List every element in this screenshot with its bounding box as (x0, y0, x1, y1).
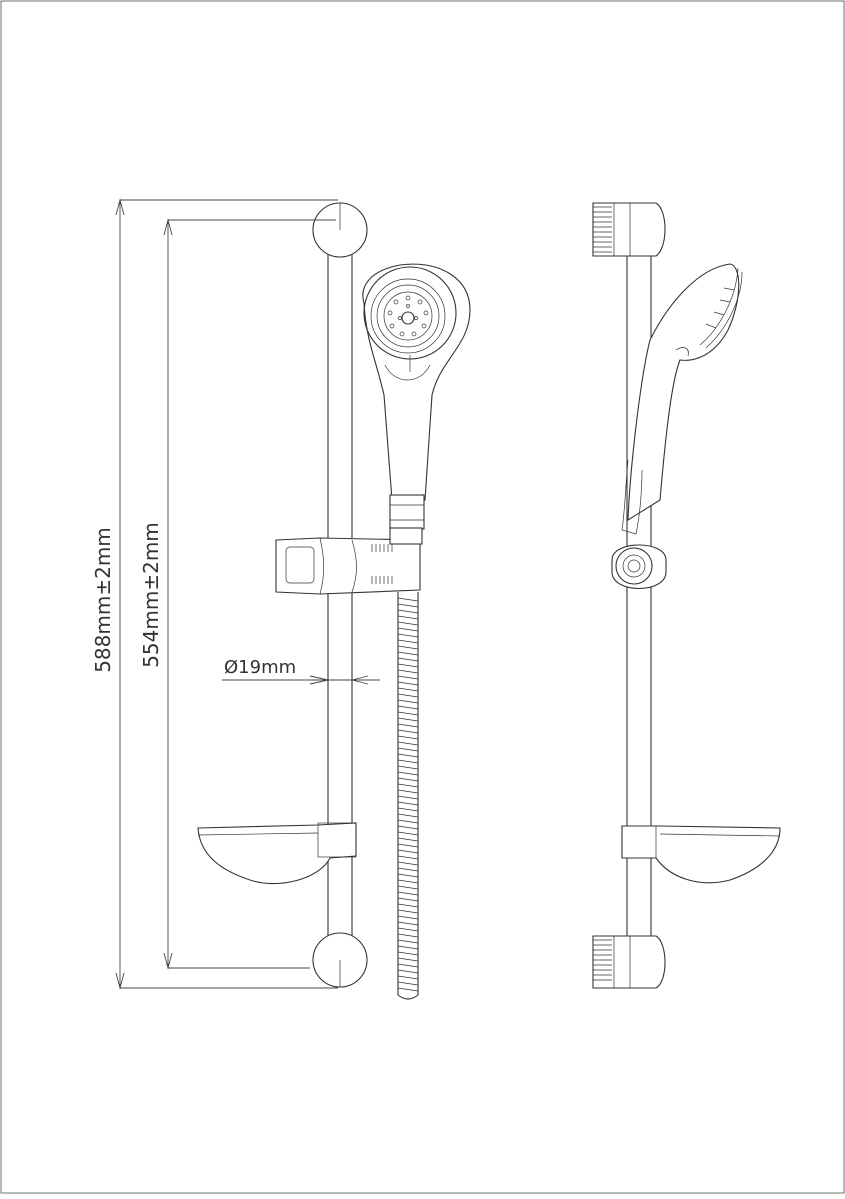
front-hose (397, 592, 419, 1000)
overall-height-label: 588mm±2mm (91, 527, 115, 673)
dimension-overall-height: 588mm±2mm (91, 198, 338, 990)
front-bottom-end-cap (312, 932, 368, 988)
dimension-rail-center-height: 554mm±2mm (139, 218, 336, 970)
side-nozzles (705, 287, 735, 329)
side-view (592, 202, 781, 989)
shower-nozzles (387, 295, 429, 337)
front-top-end-cap (312, 202, 368, 258)
front-slider-bracket (275, 527, 423, 595)
side-slider-knob (611, 544, 667, 590)
rail-center-height-label: 554mm±2mm (139, 522, 163, 668)
front-hand-shower (362, 263, 471, 530)
side-soap-dish (621, 825, 781, 884)
side-hand-shower (621, 263, 743, 535)
side-top-bracket (592, 202, 666, 257)
front-view: 588mm±2mm 554mm±2mm Ø19mm (91, 198, 471, 1000)
dimension-rail-diameter: Ø19mm (222, 657, 380, 685)
slider-knurl (371, 544, 393, 584)
rail-diameter-label: Ø19mm (224, 657, 296, 678)
front-soap-dish (197, 822, 357, 885)
side-bottom-bracket (592, 935, 666, 989)
